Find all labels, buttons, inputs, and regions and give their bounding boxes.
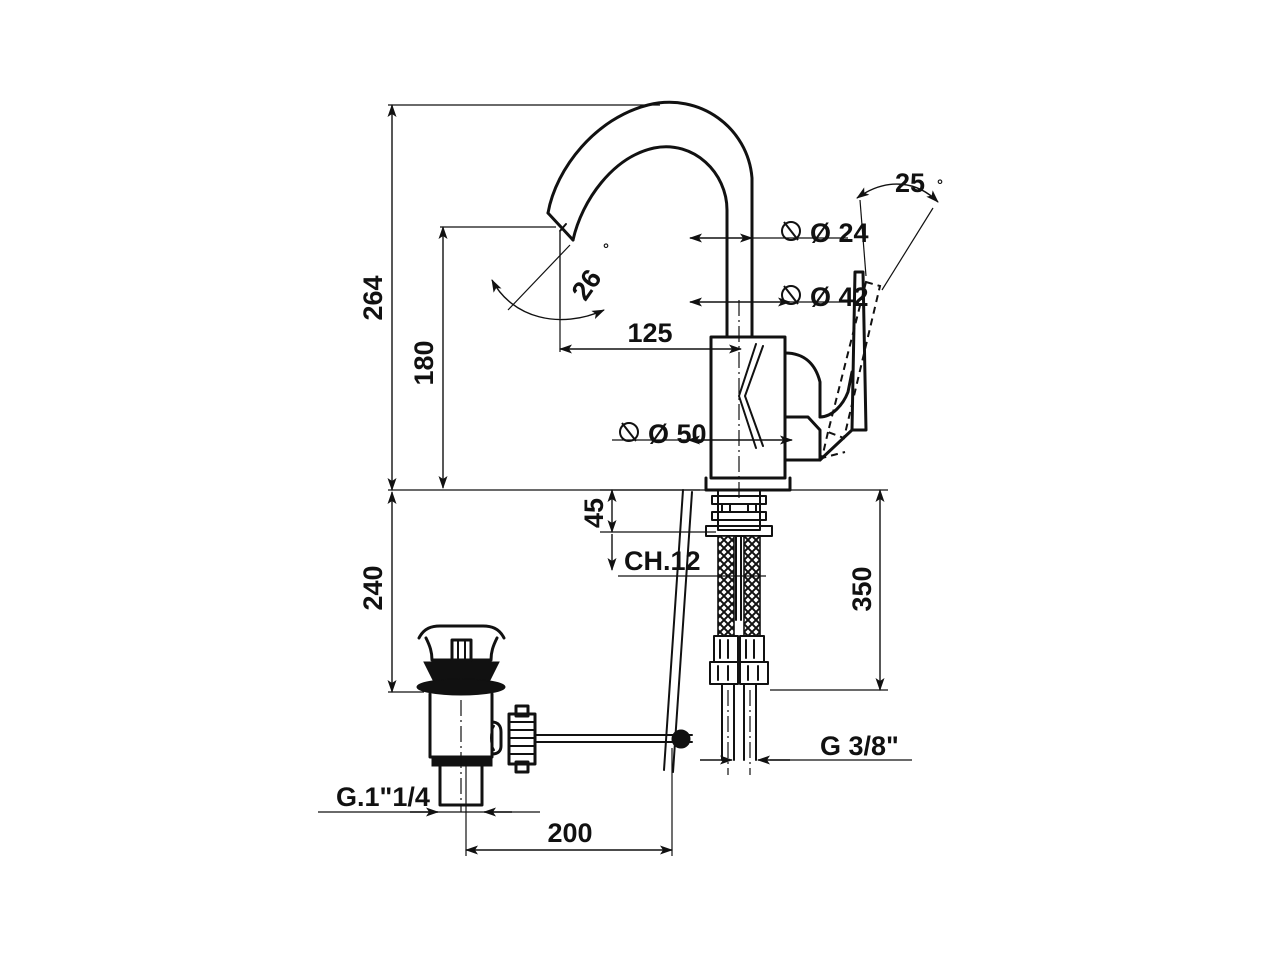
dimension-spout-height-180: 180 xyxy=(409,226,556,489)
dim-label-240: 240 xyxy=(358,565,388,610)
under-deck-assembly xyxy=(705,489,773,775)
dim-label-dia-42: Ø 42 xyxy=(810,282,869,312)
dim-label-ch12: CH.12 xyxy=(624,546,701,576)
dim-label-dia-50: Ø 50 xyxy=(648,419,707,449)
dimension-hose-thread-g38: G 3/8" xyxy=(700,731,912,765)
dim-label-125: 125 xyxy=(627,318,672,348)
dim-label-350: 350 xyxy=(847,566,877,611)
dim-label-200: 200 xyxy=(547,818,592,848)
dimension-waste-thread-g114: G.1"1/4 xyxy=(318,782,540,817)
dimension-diameter-24: Ø 24 xyxy=(689,218,869,248)
dimension-angle-26: 26 ° xyxy=(491,232,609,321)
dimension-diameter-42: Ø 42 xyxy=(689,282,869,312)
diameter-symbol-50 xyxy=(619,422,639,442)
dim-label-25: 25 xyxy=(895,168,925,198)
dimension-diameter-50: Ø 50 xyxy=(612,419,793,449)
dim-label-264: 264 xyxy=(358,275,388,320)
mixer-body xyxy=(704,270,882,500)
dim-label-180: 180 xyxy=(409,340,439,385)
dimension-below-deck-240: 240 xyxy=(358,491,424,693)
degree-symbol-25: ° xyxy=(937,177,943,194)
dimension-angle-25: 25 ° xyxy=(856,168,943,291)
pop-up-waste-assembly xyxy=(416,489,693,812)
dimension-rod-length-200: 200 xyxy=(465,748,673,856)
dim-label-g114: G.1"1/4 xyxy=(336,782,430,812)
dim-label-g38: G 3/8" xyxy=(820,731,899,761)
dimension-hose-length-350: 350 xyxy=(770,489,888,691)
dim-label-dia-24: Ø 24 xyxy=(810,218,869,248)
degree-symbol-26: ° xyxy=(603,241,609,258)
dim-label-26: 26 xyxy=(566,264,608,306)
dimension-wrench-ch12: CH.12 xyxy=(607,534,766,577)
dimension-spout-reach-125: 125 xyxy=(559,232,742,354)
dimension-deck-thickness-45: 45 xyxy=(579,489,716,533)
dimension-overall-height-264: 264 xyxy=(358,104,700,491)
diameter-symbol-24 xyxy=(781,221,801,241)
dim-label-45: 45 xyxy=(579,498,609,528)
diameter-symbol-42 xyxy=(781,285,801,305)
